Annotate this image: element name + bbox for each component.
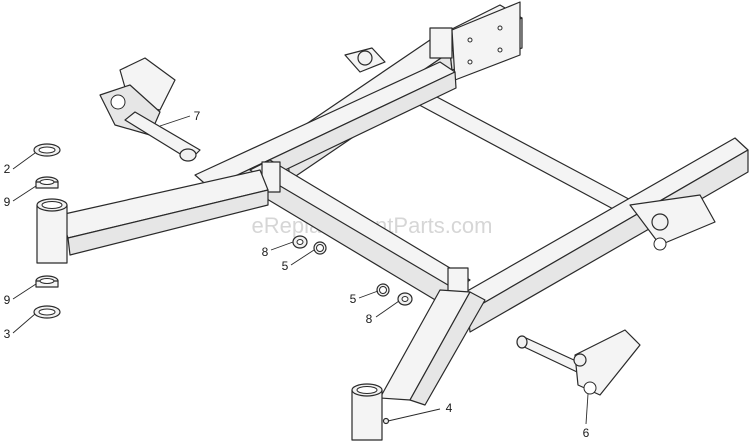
snap-ring-5-lower	[376, 283, 390, 297]
front-caster-tube	[351, 383, 383, 441]
callout-9-bottom: 9	[4, 293, 11, 307]
washer-8-upper	[292, 235, 308, 249]
flange-bushing-top	[33, 143, 61, 157]
callout-5-upper: 5	[282, 259, 289, 273]
snap-ring-5-upper	[313, 241, 327, 255]
callout-8-lower: 8	[366, 312, 373, 326]
flange-bushing-bottom	[33, 305, 61, 319]
rear-cross-tube	[406, 84, 641, 219]
callout-2: 2	[4, 162, 11, 176]
callout-9-top: 9	[4, 195, 11, 209]
bearing-top	[35, 176, 59, 189]
bearing-bottom	[35, 275, 59, 288]
pivot-pin	[124, 111, 201, 162]
callout-5-lower: 5	[350, 292, 357, 306]
rail-mount-block	[429, 27, 453, 59]
front-caster-arm	[379, 289, 486, 406]
callout-8-upper: 8	[262, 245, 269, 259]
callout-labels: 7 2 9 8 5 9 3 5 8 4 6	[4, 109, 590, 440]
left-caster-arm	[59, 169, 269, 256]
callout-6: 6	[583, 426, 590, 440]
washer-8-lower	[397, 292, 413, 306]
callout-3: 3	[4, 327, 11, 341]
grease-fitting	[382, 417, 390, 425]
leader-lines	[12, 115, 589, 425]
callout-7: 7	[194, 109, 201, 123]
callout-4: 4	[446, 401, 453, 415]
front-cross-member	[249, 159, 471, 311]
lower-hitch-pin	[516, 329, 641, 396]
left-caster-tube	[36, 198, 68, 264]
right-front-rail	[454, 137, 749, 333]
